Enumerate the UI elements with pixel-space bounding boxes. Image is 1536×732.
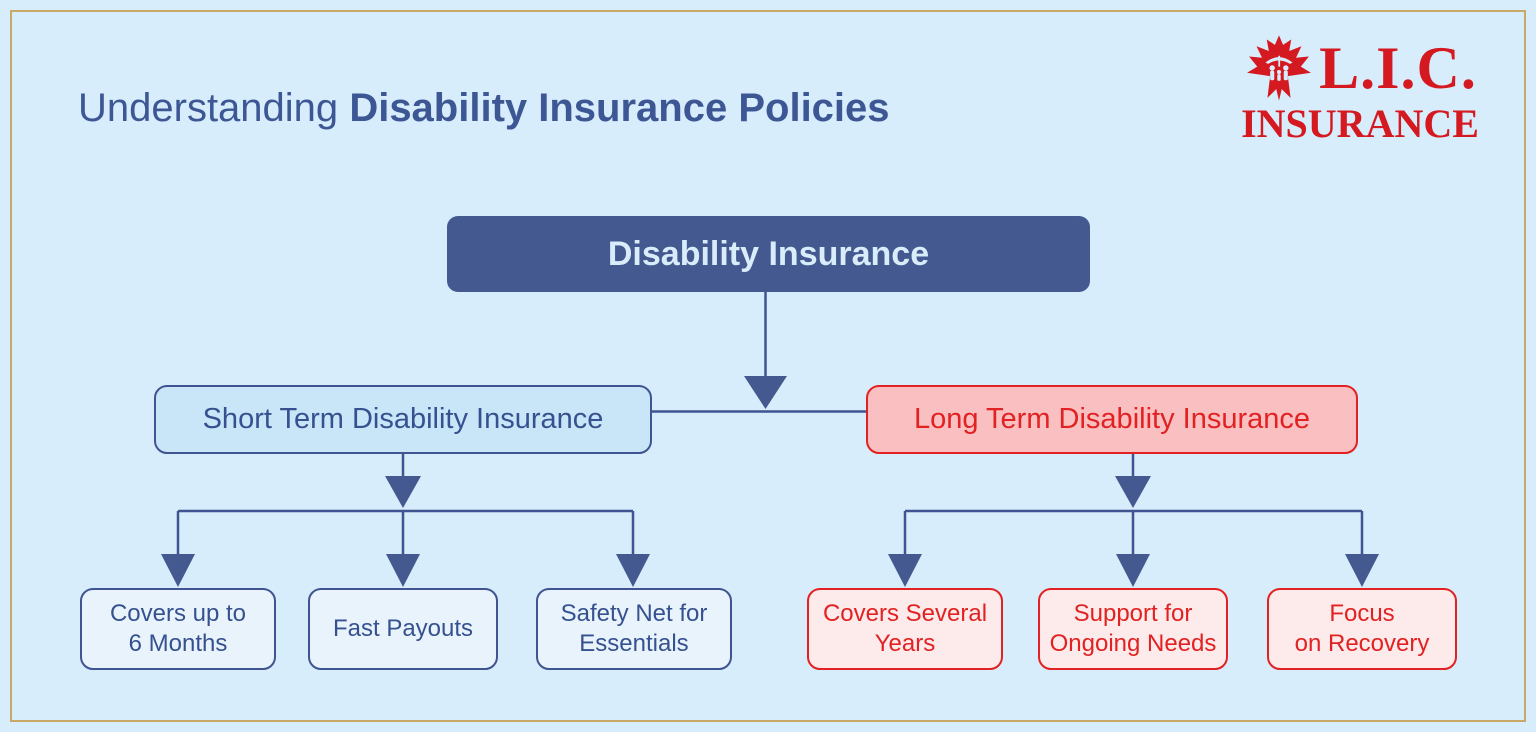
node-short-term-disability-insurance: Short Term Disability Insurance [154,385,652,454]
arrowheads-short-children [161,554,650,587]
connector-short-drops [176,511,635,556]
node-safety-net-for-essentials: Safety Net for Essentials [536,588,732,670]
arrowhead-long [1115,476,1151,508]
logo-wordmark: INSURANCE [1241,101,1479,146]
page-title-bold: Disability Insurance Policies [349,86,890,130]
arrowhead-root [744,376,787,409]
node-label: Focus on Recovery [1294,600,1430,657]
node-covers-several-years: Covers Several Years [807,588,1003,670]
logo-acronym: L.I.C. [1319,35,1477,101]
maple-leaf-family-umbrella-icon [1247,35,1312,101]
node-support-for-ongoing-needs: Support for Ongoing Needs [1038,588,1228,670]
node-focus-on-recovery: Focus on Recovery [1267,588,1457,670]
node-label: Support for Ongoing Needs [1049,600,1217,657]
node-label: Covers up to 6 Months [109,600,247,657]
node-label: Covers Several Years [822,600,988,657]
node-label: Fast Payouts [332,615,474,642]
node-covers-up-to-6-months: Covers up to 6 Months [80,588,276,670]
node-label: Safety Net for Essentials [560,600,708,657]
arrowheads-long-children [888,554,1379,587]
arrowhead-short [385,476,421,508]
page-title-regular: Understanding [78,86,339,130]
node-label: Short Term Disability Insurance [202,403,604,435]
family-under-umbrella-silhouette [1265,55,1293,81]
page-title: Understanding Disability Insurance Polic… [78,86,890,130]
node-label: Long Term Disability Insurance [914,403,1310,435]
node-disability-insurance: Disability Insurance [447,216,1090,292]
node-long-term-disability-insurance: Long Term Disability Insurance [866,385,1358,454]
company-logo: L.I.C. INSURANCE [1224,34,1496,144]
node-fast-payouts: Fast Payouts [308,588,498,670]
connector-long-drops [903,511,1364,556]
logo-top-row: L.I.C. [1243,34,1477,102]
node-label: Disability Insurance [607,234,930,273]
